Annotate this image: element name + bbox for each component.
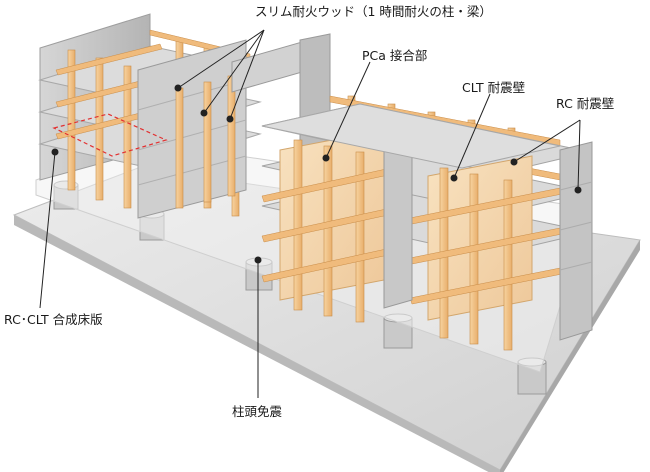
label-slim-fireproof-wood: スリム耐火ウッド（1 時間耐火の柱・梁） (255, 4, 492, 19)
leader-lines (39, 29, 581, 398)
left-block (38, 13, 262, 219)
rc-seismic-wall (559, 141, 593, 341)
label-pca-joint: PCa 接合部 (362, 48, 428, 63)
right-block (261, 95, 593, 351)
label-column-head-isolation: 柱頭免震 (232, 404, 283, 419)
label-rc-seismic-wall: RC 耐震壁 (556, 96, 615, 111)
composite-slab-highlight (52, 113, 168, 157)
label-clt-seismic-wall: CLT 耐震壁 (462, 80, 526, 95)
label-rc-clt-composite-slab: RC･CLT 合成床版 (4, 312, 103, 327)
callout-dots (51, 84, 582, 264)
